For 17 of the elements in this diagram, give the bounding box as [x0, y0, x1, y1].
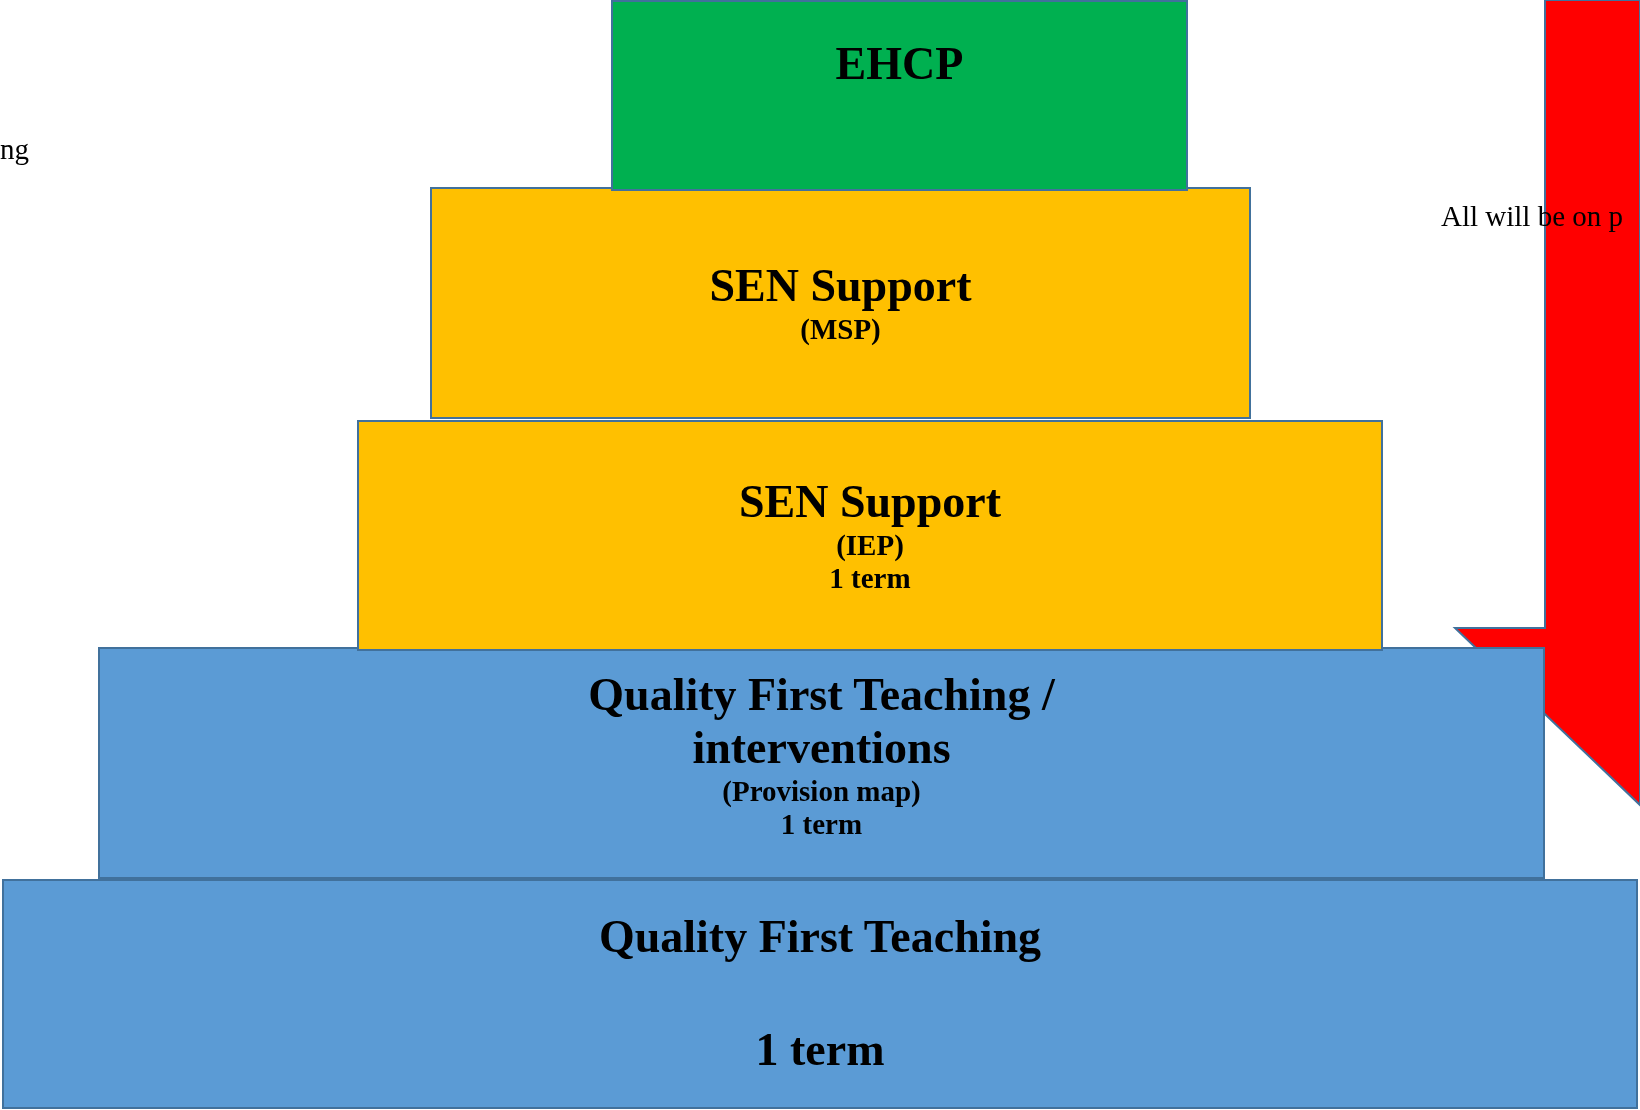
tier-subheading: (Provision map): [722, 774, 921, 809]
tier-duration: 1 term: [829, 561, 911, 596]
cut-off-text: ng: [0, 133, 29, 166]
tier-heading: EHCP: [835, 38, 964, 91]
tier-heading: SEN Support: [709, 259, 972, 313]
tier-subheading: (MSP): [800, 312, 881, 347]
tier-heading: Quality First Teaching / interventions: [587, 669, 1056, 775]
quality-teaching-tier: [2, 879, 1638, 1109]
tier-subheading: (IEP): [836, 528, 904, 562]
sen-support-tier: [430, 187, 1251, 419]
tier-heading: SEN Support: [738, 475, 1002, 529]
intervention-tier: [98, 647, 1545, 879]
tier-heading: Quality First Teaching: [598, 911, 1042, 964]
tier-subheading: 1 term: [755, 1024, 885, 1077]
sen-support-tier: [357, 420, 1383, 651]
tier-duration: 1 term: [780, 808, 863, 842]
ehcp-tier: [611, 0, 1188, 191]
